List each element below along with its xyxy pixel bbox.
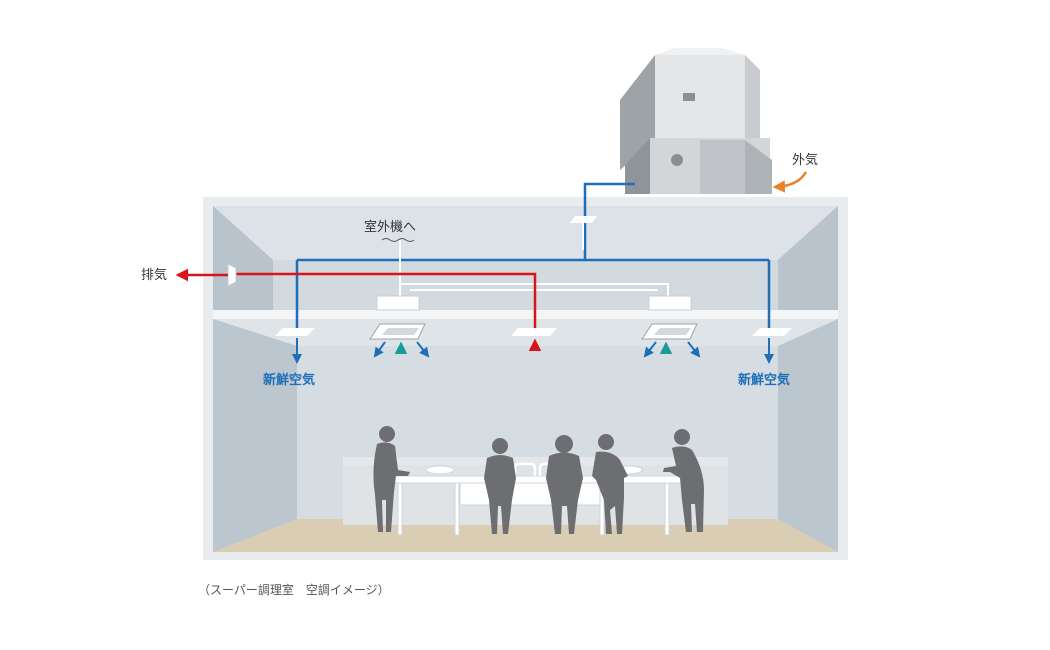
supply-duct: [295, 182, 771, 330]
person-silhouette-icon: [373, 426, 410, 532]
exhaust-label: 排気: [141, 267, 167, 283]
ceiling-plenum: [213, 206, 838, 310]
person-silhouette-icon: [546, 435, 583, 534]
ceiling-cassette-ac-icon: [369, 323, 426, 340]
person-silhouette-icon: [484, 438, 516, 534]
outdoor-air-conditioner-unit-icon: [620, 48, 772, 194]
ceiling-slab: [213, 310, 838, 319]
person-silhouette-icon: [592, 434, 628, 534]
to-outdoor-unit-label: 室外機へ: [364, 219, 416, 235]
person-silhouette-icon: [663, 429, 704, 532]
ceiling-diffuser-icon: [275, 328, 792, 336]
outdoor-air-label: 外気: [792, 152, 818, 168]
return-air-arrows: [394, 341, 673, 366]
fresh-air-arrows: [292, 338, 774, 364]
diagram-caption: （スーパー調理室 空調イメージ）: [198, 582, 390, 597]
fresh-air-label-right: 新鮮空気: [738, 372, 790, 388]
intake-diffuser-icon: [570, 216, 597, 223]
indoor-unit-left: [376, 295, 420, 311]
exhaust-grille-icon: [227, 263, 237, 287]
exhaust-duct: [232, 272, 537, 330]
ceiling-cassette-ac-icon: [641, 323, 698, 340]
fresh-air-label-left: 新鮮空気: [263, 372, 315, 388]
label-leader-squiggle: [381, 238, 415, 242]
outdoor-air-arrow: [772, 171, 808, 193]
indoor-unit-right: [648, 295, 692, 311]
floor: [213, 519, 838, 552]
